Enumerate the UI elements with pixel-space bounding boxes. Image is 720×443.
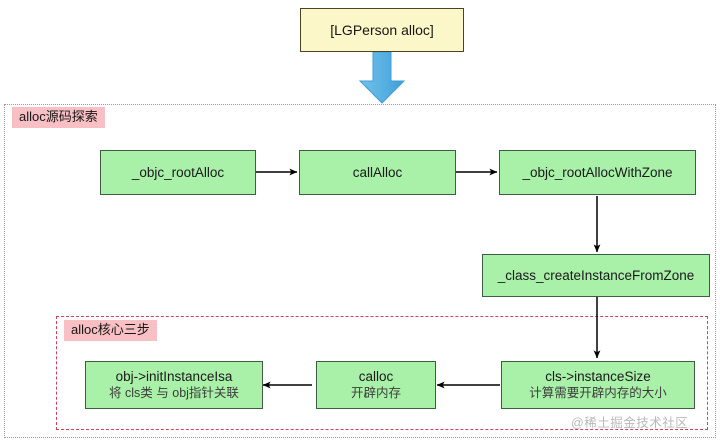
watermark: @稀土掘金技术社区 — [571, 416, 689, 430]
node-title: _objc_rootAlloc — [131, 164, 225, 180]
node-obj-initinstanceisa[interactable]: obj->initInstanceIsa 将 cls类 与 obj指针关联 — [85, 361, 263, 409]
down-block-arrow-icon — [358, 52, 406, 104]
node-entry-lgperson-alloc[interactable]: [LGPerson alloc] — [300, 8, 464, 52]
node-objc-rootallocwithzone[interactable]: _objc_rootAllocWithZone — [499, 150, 696, 195]
node-calloc[interactable]: calloc 开辟内存 — [316, 361, 436, 409]
node-callalloc[interactable]: callAlloc — [299, 150, 456, 195]
section-label-core-three-steps: alloc核心三步 — [64, 320, 157, 342]
node-title: calloc — [358, 369, 394, 385]
node-subtitle: 开辟内存 — [350, 386, 401, 401]
node-title: callAlloc — [352, 164, 403, 180]
section-core-three-steps — [56, 316, 708, 430]
node-title: [LGPerson alloc] — [330, 21, 434, 38]
section-source-exploration — [4, 104, 716, 438]
node-title: cls->instanceSize — [545, 369, 651, 385]
node-class-createinstancefromzone[interactable]: _class_createInstanceFromZone — [482, 254, 710, 297]
section-label-source-exploration: alloc源码探索 — [12, 107, 105, 129]
node-title: obj->initInstanceIsa — [115, 369, 233, 385]
node-cls-instancesize[interactable]: cls->instanceSize 计算需要开辟内存的大小 — [501, 361, 695, 409]
node-title: _class_createInstanceFromZone — [497, 267, 695, 283]
node-title: _objc_rootAllocWithZone — [522, 164, 673, 180]
node-subtitle: 计算需要开辟内存的大小 — [529, 386, 667, 401]
node-objc-rootalloc[interactable]: _objc_rootAlloc — [100, 150, 256, 195]
node-subtitle: 将 cls类 与 obj指针关联 — [109, 386, 239, 401]
